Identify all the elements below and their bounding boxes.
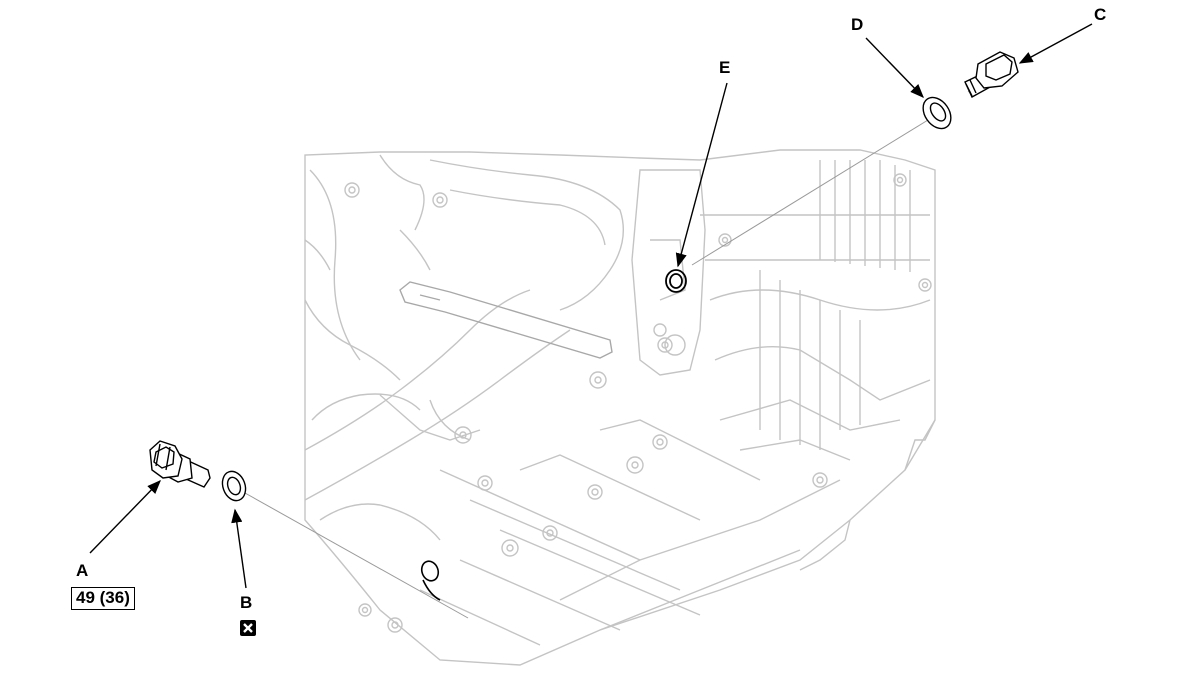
leader-c xyxy=(1018,23,1093,64)
replace-x-icon xyxy=(240,620,256,636)
transmission-housing xyxy=(304,149,936,666)
callout-label-c: C xyxy=(1094,5,1107,24)
leader-d xyxy=(865,37,924,99)
fill-plug-bolt-c xyxy=(964,51,1019,98)
torque-spec-box: 49 (36) xyxy=(71,587,135,610)
sealing-washer-b xyxy=(221,470,247,502)
leader-a xyxy=(89,479,161,554)
leader-lines xyxy=(89,23,1093,589)
callout-label-b: B xyxy=(240,593,253,612)
callout-label-d: D xyxy=(851,15,864,34)
drain-plug-bolt-a xyxy=(149,440,211,488)
callout-label-a: A xyxy=(76,561,89,580)
leader-e xyxy=(675,82,728,268)
callout-label-e: E xyxy=(719,58,731,77)
sealing-washer-d xyxy=(922,96,952,130)
fill-port-washer-e xyxy=(665,269,687,293)
leader-b xyxy=(231,508,247,589)
drain-port xyxy=(420,560,441,601)
